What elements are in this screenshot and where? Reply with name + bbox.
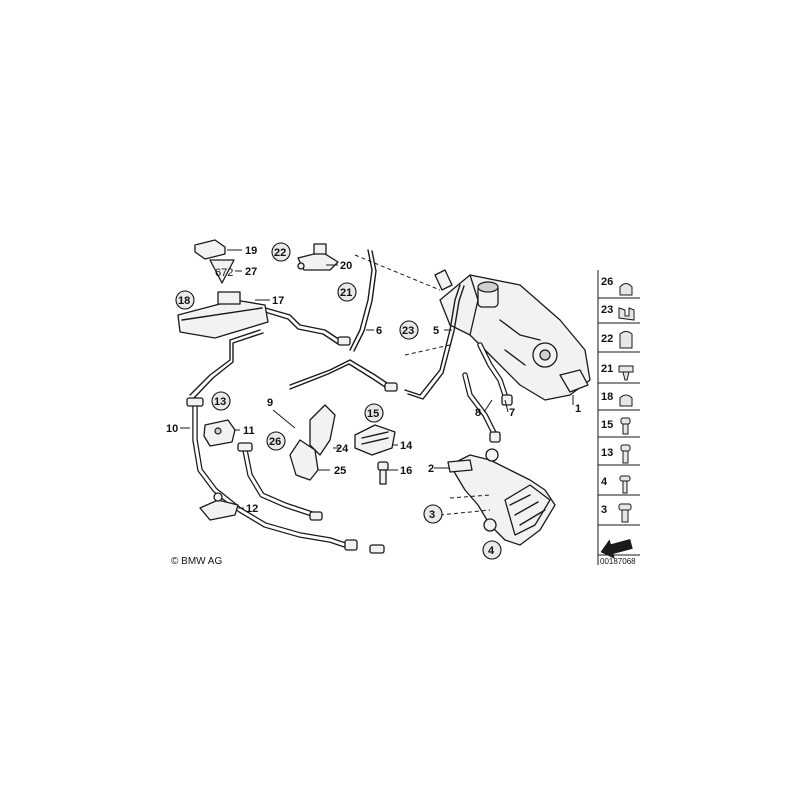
pad-19 <box>194 239 226 260</box>
callout-11: 11 <box>243 425 255 437</box>
warning-label-27: 672 <box>209 259 235 284</box>
arrow-icon <box>600 539 633 559</box>
callout-18: 18 <box>178 295 190 307</box>
callout-15-circle <box>364 403 384 423</box>
callout-23-circle <box>399 320 419 340</box>
reservoir-17 <box>177 291 269 339</box>
callout-26-circle <box>266 431 286 451</box>
callout-15: 15 <box>367 408 379 420</box>
callout-10: 10 <box>166 423 178 435</box>
legend-21-icon <box>618 365 634 381</box>
legend-4-icon <box>619 475 631 494</box>
legend-15-icon <box>620 417 631 435</box>
callout-9: 9 <box>267 397 273 409</box>
legend-label-26: 26 <box>601 276 613 288</box>
callout-26: 26 <box>269 436 281 448</box>
callout-4-circle <box>482 540 502 560</box>
legend-22-icon <box>619 331 633 349</box>
copyright-text: © BMW AG <box>171 556 223 567</box>
sensor-bracket-20 <box>297 243 339 271</box>
callout-13: 13 <box>214 396 226 408</box>
callout-7: 7 <box>509 407 515 419</box>
legend-label-4: 4 <box>601 476 608 488</box>
clamp-11 <box>203 419 236 447</box>
callout-22-circle <box>271 242 291 262</box>
hydraulic-unit <box>434 269 591 401</box>
legend-label-23: 23 <box>601 304 613 316</box>
legend-23-icon <box>618 307 635 321</box>
legend-label-15: 15 <box>601 419 613 431</box>
callout-18-circle <box>175 290 195 310</box>
connector-14 <box>354 424 396 456</box>
legend-label-3: 3 <box>601 504 607 516</box>
callout-25: 25 <box>334 465 346 477</box>
warning-label-text: 672 <box>215 267 233 279</box>
legend-label-13: 13 <box>601 447 613 459</box>
callout-16: 16 <box>400 465 412 477</box>
hose-lines <box>186 249 513 554</box>
callout-21: 21 <box>340 287 352 299</box>
bracket-24 <box>309 404 336 456</box>
callout-19: 19 <box>245 245 257 257</box>
callout-23: 23 <box>402 325 414 337</box>
callout-22: 22 <box>274 247 286 259</box>
image-number: 00187068 <box>600 557 636 566</box>
legend-3-icon <box>618 503 632 523</box>
legend-label-22: 22 <box>601 333 613 345</box>
callout-14: 14 <box>400 440 413 452</box>
callout-8: 8 <box>475 407 481 419</box>
callout-24: 24 <box>336 443 349 455</box>
callout-17: 17 <box>272 295 284 307</box>
callout-3-circle <box>423 504 443 524</box>
bracket-assembly <box>447 448 556 546</box>
legend-13-icon <box>620 444 631 464</box>
callout-labels: 1 2 3 4 5 6 7 8 9 10 11 12 13 14 15 16 1… <box>166 242 581 560</box>
leader-lines <box>180 249 574 509</box>
clip-12 <box>199 492 239 521</box>
callout-27: 27 <box>245 266 257 278</box>
legend-column <box>597 270 640 565</box>
legend-26-icon <box>619 283 633 296</box>
legend-label-18: 18 <box>601 391 613 403</box>
callout-4: 4 <box>488 545 495 557</box>
legend-18-icon <box>619 394 633 407</box>
legend-labels: 26 23 22 21 18 15 13 4 3 <box>601 276 613 516</box>
callout-12: 12 <box>246 503 258 515</box>
callout-20: 20 <box>340 260 352 272</box>
bolt-16 <box>377 461 389 485</box>
callout-3: 3 <box>429 509 435 521</box>
callout-1: 1 <box>575 403 581 415</box>
callout-5: 5 <box>433 325 439 337</box>
legend-label-21: 21 <box>601 363 613 375</box>
callout-6: 6 <box>376 325 382 337</box>
callout-13-circle <box>211 391 231 411</box>
callout-2: 2 <box>428 463 434 475</box>
callout-21-circle <box>337 282 357 302</box>
